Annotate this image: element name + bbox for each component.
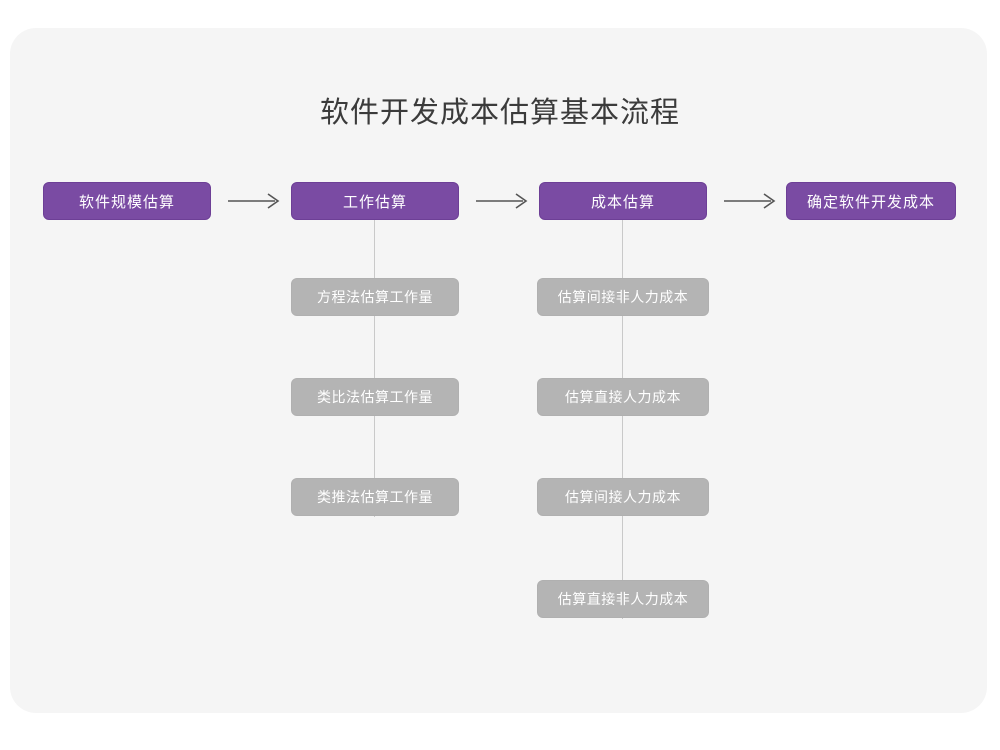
- substep-node-3-2[interactable]: 估算直接人力成本: [537, 378, 709, 416]
- substep-node-2-3[interactable]: 类推法估算工作量: [291, 478, 459, 516]
- substep-node-3-1[interactable]: 估算间接非人力成本: [537, 278, 709, 316]
- stage-node-4[interactable]: 确定软件开发成本: [786, 182, 956, 220]
- substep-node-2-1[interactable]: 方程法估算工作量: [291, 278, 459, 316]
- arrow-icon-2: [476, 190, 530, 212]
- stage-node-3[interactable]: 成本估算: [539, 182, 707, 220]
- arrow-icon-1: [228, 190, 282, 212]
- arrow-icon-3: [724, 190, 778, 212]
- connector-line-stage-3: [622, 219, 623, 619]
- connector-line-stage-2: [374, 219, 375, 517]
- substep-node-2-2[interactable]: 类比法估算工作量: [291, 378, 459, 416]
- substep-node-3-3[interactable]: 估算间接人力成本: [537, 478, 709, 516]
- content-card: [10, 28, 987, 713]
- substep-node-3-4[interactable]: 估算直接非人力成本: [537, 580, 709, 618]
- stage-node-2[interactable]: 工作估算: [291, 182, 459, 220]
- stage-node-1[interactable]: 软件规模估算: [43, 182, 211, 220]
- page-title: 软件开发成本估算基本流程: [319, 97, 680, 129]
